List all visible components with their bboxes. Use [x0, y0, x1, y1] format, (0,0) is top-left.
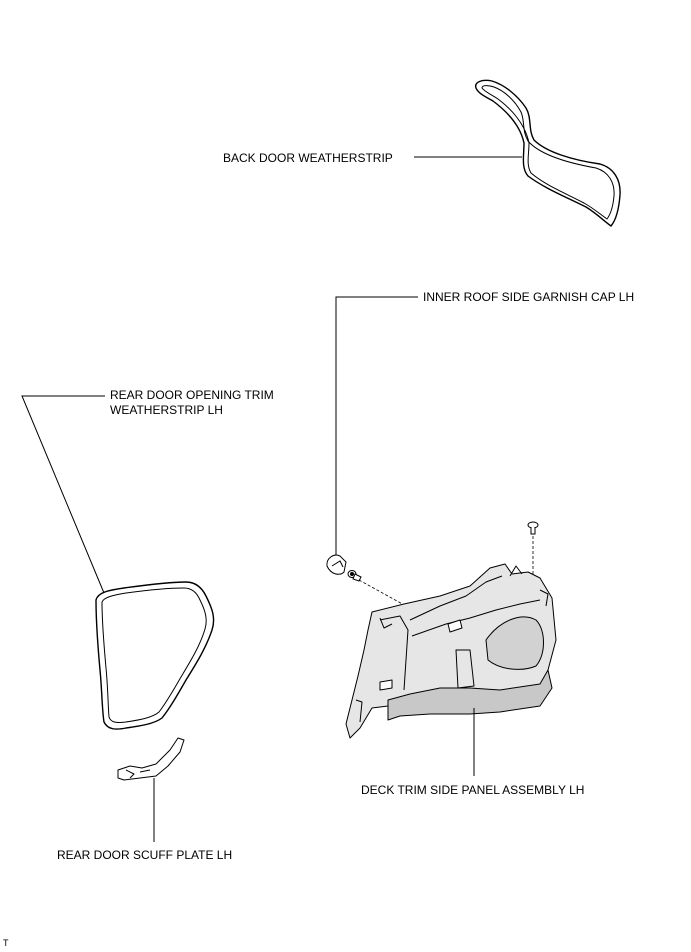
- deck-trim-side-panel-part: [345, 563, 557, 739]
- clip-part: [347, 570, 362, 582]
- clip-part-upper: [527, 521, 539, 535]
- deck-trim-side-panel-assembly-label: DECK TRIM SIDE PANEL ASSEMBLY LH: [361, 783, 585, 797]
- illustration-code: T: [3, 938, 9, 948]
- back-door-weatherstrip-part: [475, 79, 621, 227]
- rear-door-opening-trim-weatherstrip-label: REAR DOOR OPENING TRIM WEATHERSTRIP LH: [110, 388, 274, 417]
- inner-roof-side-garnish-cap-label: INNER ROOF SIDE GARNISH CAP LH: [423, 290, 635, 304]
- garnish-cap-leader-line: [335, 296, 418, 558]
- rear-door-opening-leader-line: [21, 395, 105, 594]
- inner-roof-garnish-cap-part: [326, 554, 347, 575]
- rear-door-opening-weatherstrip-part: [95, 581, 215, 730]
- clip-dashed-line-1: [358, 579, 407, 607]
- rear-door-scuff-plate-part: [117, 737, 185, 781]
- rear-door-scuff-plate-label: REAR DOOR SCUFF PLATE LH: [57, 848, 233, 862]
- back-door-weatherstrip-label: BACK DOOR WEATHERSTRIP: [223, 151, 393, 165]
